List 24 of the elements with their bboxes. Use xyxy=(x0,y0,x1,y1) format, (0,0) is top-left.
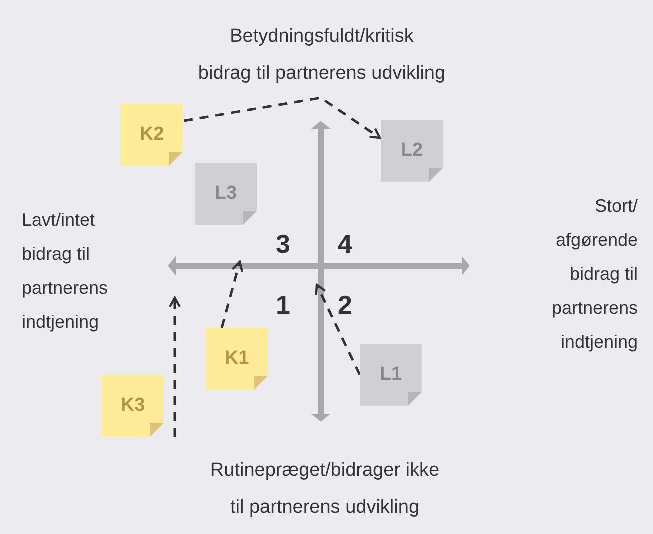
axis-label: Betydningsfuldt/kritisk bidrag til partnerens udvikling xyxy=(197,25,447,86)
note-label: K1 xyxy=(224,346,250,371)
sticky-note xyxy=(195,163,257,225)
note-label: L3 xyxy=(214,182,238,206)
dashed-arrow xyxy=(315,284,362,376)
quadrant-number: 4 xyxy=(338,228,352,261)
note-label: K2 xyxy=(140,122,164,147)
axis-label: Stort/ afgørende bidrag til partnerens indtjening xyxy=(550,195,638,354)
sticky-note xyxy=(102,375,164,437)
sticky-note xyxy=(121,104,183,166)
note-label: L1 xyxy=(380,362,402,387)
dashed-arrow xyxy=(184,96,382,140)
quadrant-number: 3 xyxy=(276,228,290,261)
sticky-note xyxy=(206,328,268,390)
axis-label: Lavt/intet bidrag til partnerens indtjening xyxy=(22,209,110,334)
quadrant-number: 1 xyxy=(276,289,290,322)
note-label: L2 xyxy=(400,138,424,163)
axis-label: Rutinepræget/bidrager ikke til partnerens udvikling xyxy=(209,459,441,520)
quadrant-number: 2 xyxy=(338,289,352,322)
sticky-note xyxy=(381,120,443,182)
dashed-arrow xyxy=(168,296,182,437)
dashed-arrow xyxy=(220,260,244,328)
sticky-note xyxy=(360,344,422,406)
note-label: K3 xyxy=(120,394,146,418)
